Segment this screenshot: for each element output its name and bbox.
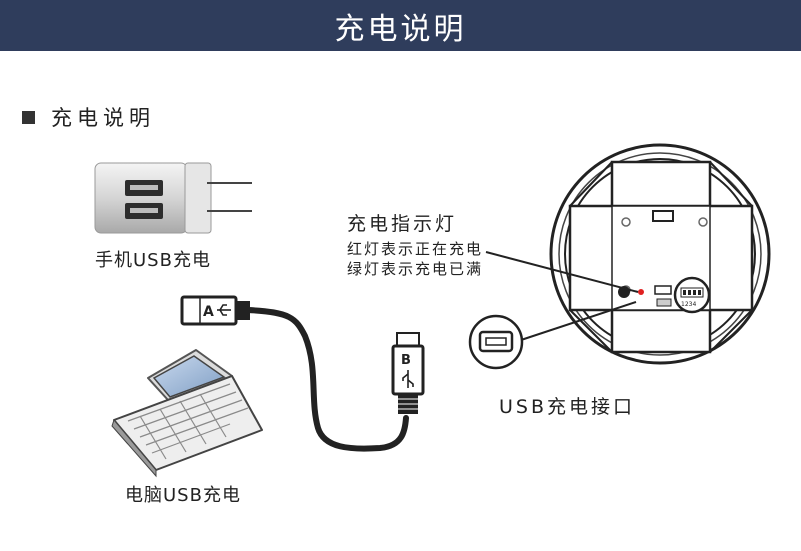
usb-cable bbox=[245, 307, 409, 452]
section-heading-text: 充电说明 bbox=[51, 106, 155, 130]
usb-a-plug-icon: A bbox=[180, 295, 250, 326]
square-bullet-icon bbox=[22, 110, 35, 124]
section-heading: 充电说明 bbox=[22, 102, 155, 132]
usb-port-label: USB充电接口 bbox=[499, 396, 636, 418]
laptop-icon bbox=[111, 349, 263, 478]
usb-b-letter: B bbox=[401, 353, 411, 368]
indicator-red-text: 红灯表示正在充电 bbox=[347, 240, 484, 258]
charging-indicator-led bbox=[638, 289, 644, 295]
wall-charger-icon bbox=[94, 162, 252, 234]
usb-b-plug-icon: B bbox=[391, 332, 425, 414]
usb-a-letter: A bbox=[203, 304, 214, 320]
page-title-bar: 充电说明 bbox=[0, 0, 801, 51]
indicator-title: 充电指示灯 bbox=[347, 213, 458, 235]
device-bottom-view: 1234 bbox=[549, 143, 771, 365]
dip-switch-numbers: 1234 bbox=[681, 301, 696, 308]
indicator-leader-line bbox=[485, 251, 639, 293]
usb-port-callout bbox=[468, 301, 637, 370]
page-title: 充电说明 bbox=[334, 11, 467, 47]
wall-charger-label: 手机USB充电 bbox=[95, 250, 211, 271]
indicator-green-text: 绿灯表示充电已满 bbox=[347, 260, 484, 278]
computer-charge-label: 电脑USB充电 bbox=[125, 485, 241, 506]
